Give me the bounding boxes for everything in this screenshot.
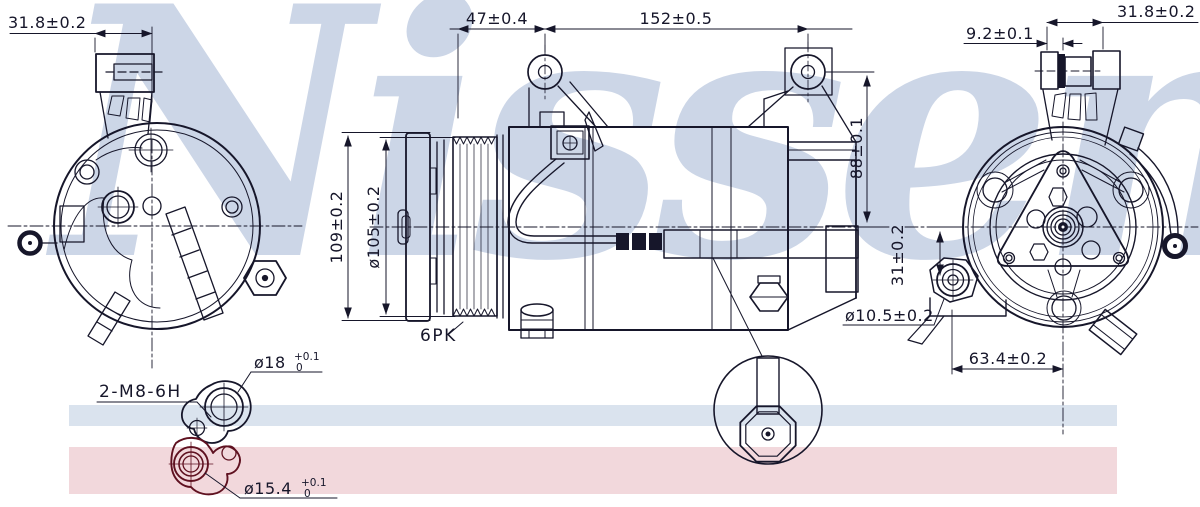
discharge-port-stub (1088, 308, 1138, 356)
pink-highlight-band (69, 447, 1117, 494)
front-mount-ear (527, 44, 609, 128)
dim-pulley-diameter-label: ø105±0.2 (364, 185, 383, 268)
rear-mount-ear (747, 41, 857, 143)
bottom-drain-plug (520, 303, 554, 339)
suction-port-dia-label: ø18 (254, 353, 286, 372)
discharge-port-fitting (168, 436, 241, 496)
compressor-body (508, 126, 789, 331)
dim-lug-hole-label: ø10.5±0.2 (845, 306, 934, 325)
right-view-front (842, 18, 1199, 435)
left-diagonal-bracket (165, 206, 224, 321)
dim-right-view-width-label: 31.8±0.2 (1117, 2, 1195, 21)
left-foot-bracket (87, 291, 131, 346)
dim-left-view-width-label: 31.8±0.2 (8, 13, 86, 32)
rear-port-nut (749, 275, 789, 312)
suction-port-tol-upper: +0.1 (294, 351, 320, 363)
dim-mount-span-label: 152±0.5 (640, 9, 713, 28)
dim-31-lug (927, 226, 953, 276)
detail-leader (712, 257, 763, 357)
electrical-connector-stub (17, 205, 85, 256)
dim-10-5-leader (842, 298, 945, 326)
rear-housing (787, 141, 859, 331)
side-view (341, 25, 891, 357)
dim-109-105 (341, 132, 456, 321)
dim-right-top (963, 18, 1199, 51)
dim-pulley-offset-label: 47±0.4 (466, 9, 528, 28)
discharge-port-dia-label: ø15.4 (244, 479, 292, 498)
left-hex-boss (243, 260, 287, 296)
mount-lug (907, 257, 1007, 345)
thread-spec-label: 2-M8-6H (99, 382, 182, 402)
discharge-port-tol-lower: 0 (304, 488, 311, 500)
discharge-port-tol-upper: +0.1 (301, 477, 327, 489)
dim-hub-depth-label: 9.2±0.1 (966, 24, 1034, 43)
dim-clutch-height-label: 109±0.2 (327, 191, 346, 264)
dim-lug-spacing-label: 63.4±0.2 (969, 349, 1047, 368)
dim-63-4 (951, 309, 1064, 375)
dim-ear-height-label: 88±0.1 (847, 117, 866, 179)
right-top-mount-bracket (1034, 50, 1121, 146)
belt-spec-label: 6PK (420, 326, 457, 346)
clutch-plate (397, 132, 445, 322)
left-view-rear (7, 26, 303, 369)
port-detail-balloon (713, 355, 823, 465)
blue-highlight-band (69, 405, 1117, 426)
dim-88 (825, 71, 877, 228)
suction-port-fitting (181, 380, 252, 444)
connector-cable (1117, 126, 1188, 259)
6pk-leader (448, 321, 464, 335)
wiring-harness (507, 111, 859, 259)
port-leaders (96, 371, 338, 499)
suction-port-tol-lower: 0 (296, 362, 303, 374)
dim-lug-offset-label: 31±0.2 (888, 224, 907, 286)
pulley-6pk (452, 134, 504, 319)
dim-47-152 (449, 25, 853, 119)
clutch-hub-plate (976, 150, 1150, 326)
dim-left-view-width (9, 26, 153, 103)
